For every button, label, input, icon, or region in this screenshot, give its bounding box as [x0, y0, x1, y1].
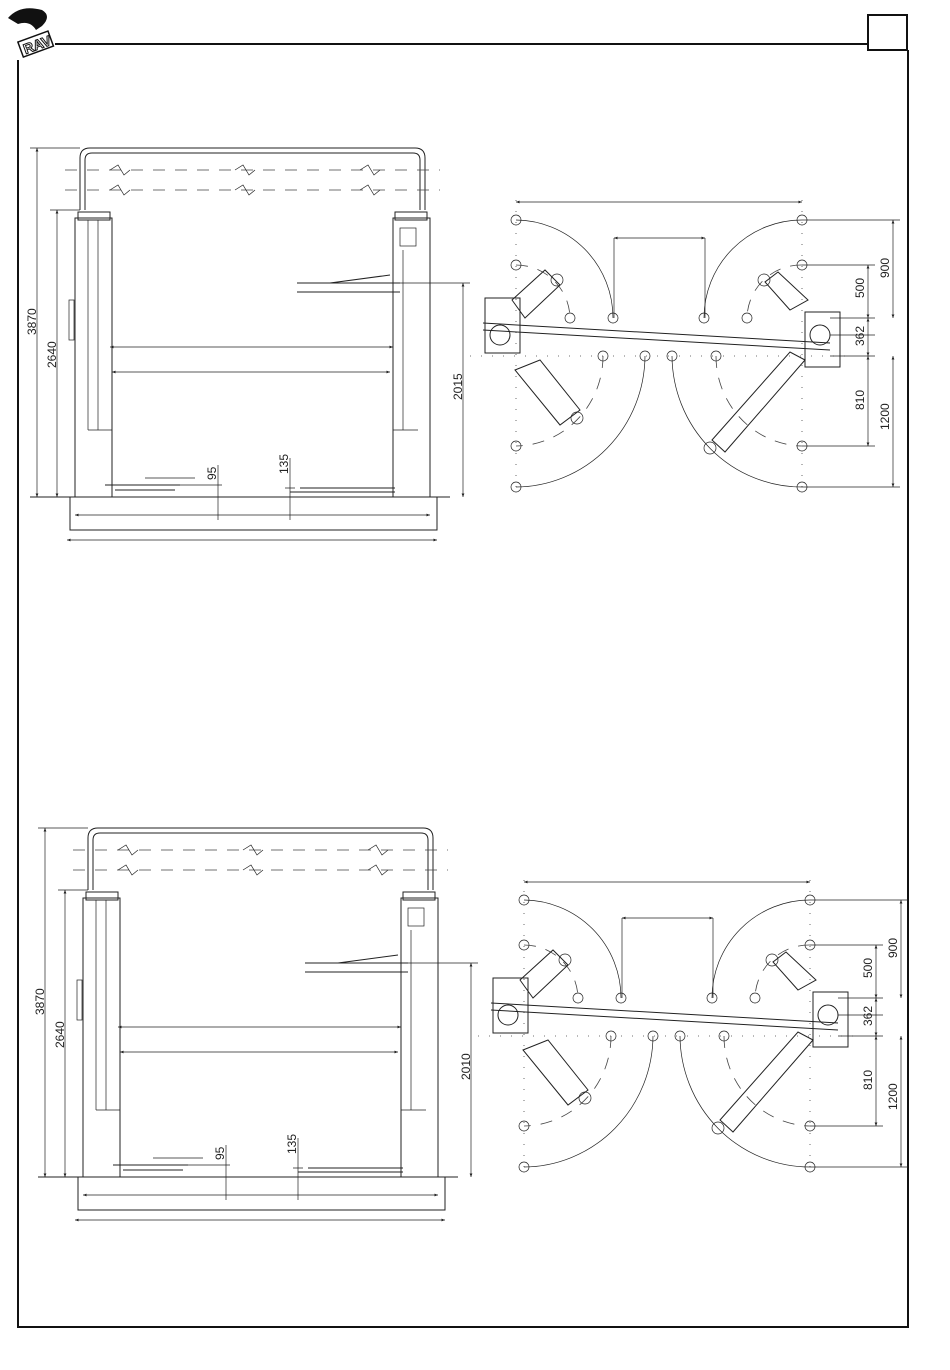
plan-view-drawing-2 — [478, 880, 908, 1175]
dim-810: 810 — [853, 390, 867, 410]
dim-total-height: 3870 — [33, 988, 47, 1015]
dim-900: 900 — [878, 258, 892, 278]
dim-min-high: 135 — [285, 1134, 299, 1154]
dim-arm-height: 2010 — [459, 1053, 473, 1080]
side-view-drawing-1 — [30, 148, 470, 540]
dim-810: 810 — [861, 1070, 875, 1090]
dim-arm-height: 2015 — [451, 373, 465, 400]
dim-500: 500 — [853, 278, 867, 298]
rav-logo: RAV — [8, 8, 54, 59]
dim-362: 362 — [861, 1006, 875, 1026]
dim-500: 500 — [861, 958, 875, 978]
side-view-drawing-2 — [38, 828, 478, 1220]
dim-1200: 1200 — [878, 403, 892, 430]
dim-min-low: 95 — [205, 466, 219, 480]
dim-min-low: 95 — [213, 1146, 227, 1160]
dim-900: 900 — [886, 938, 900, 958]
dim-min-high: 135 — [277, 454, 291, 474]
page-number-box — [867, 14, 908, 51]
dim-column-height: 2640 — [53, 1021, 67, 1048]
svg-text:RAV: RAV — [21, 32, 54, 57]
dim-362: 362 — [853, 326, 867, 346]
dim-column-height: 2640 — [45, 341, 59, 368]
plan-view-drawing-1 — [470, 200, 900, 495]
page-frame — [17, 43, 909, 1328]
dim-1200: 1200 — [886, 1083, 900, 1110]
dim-total-height: 3870 — [25, 308, 39, 335]
